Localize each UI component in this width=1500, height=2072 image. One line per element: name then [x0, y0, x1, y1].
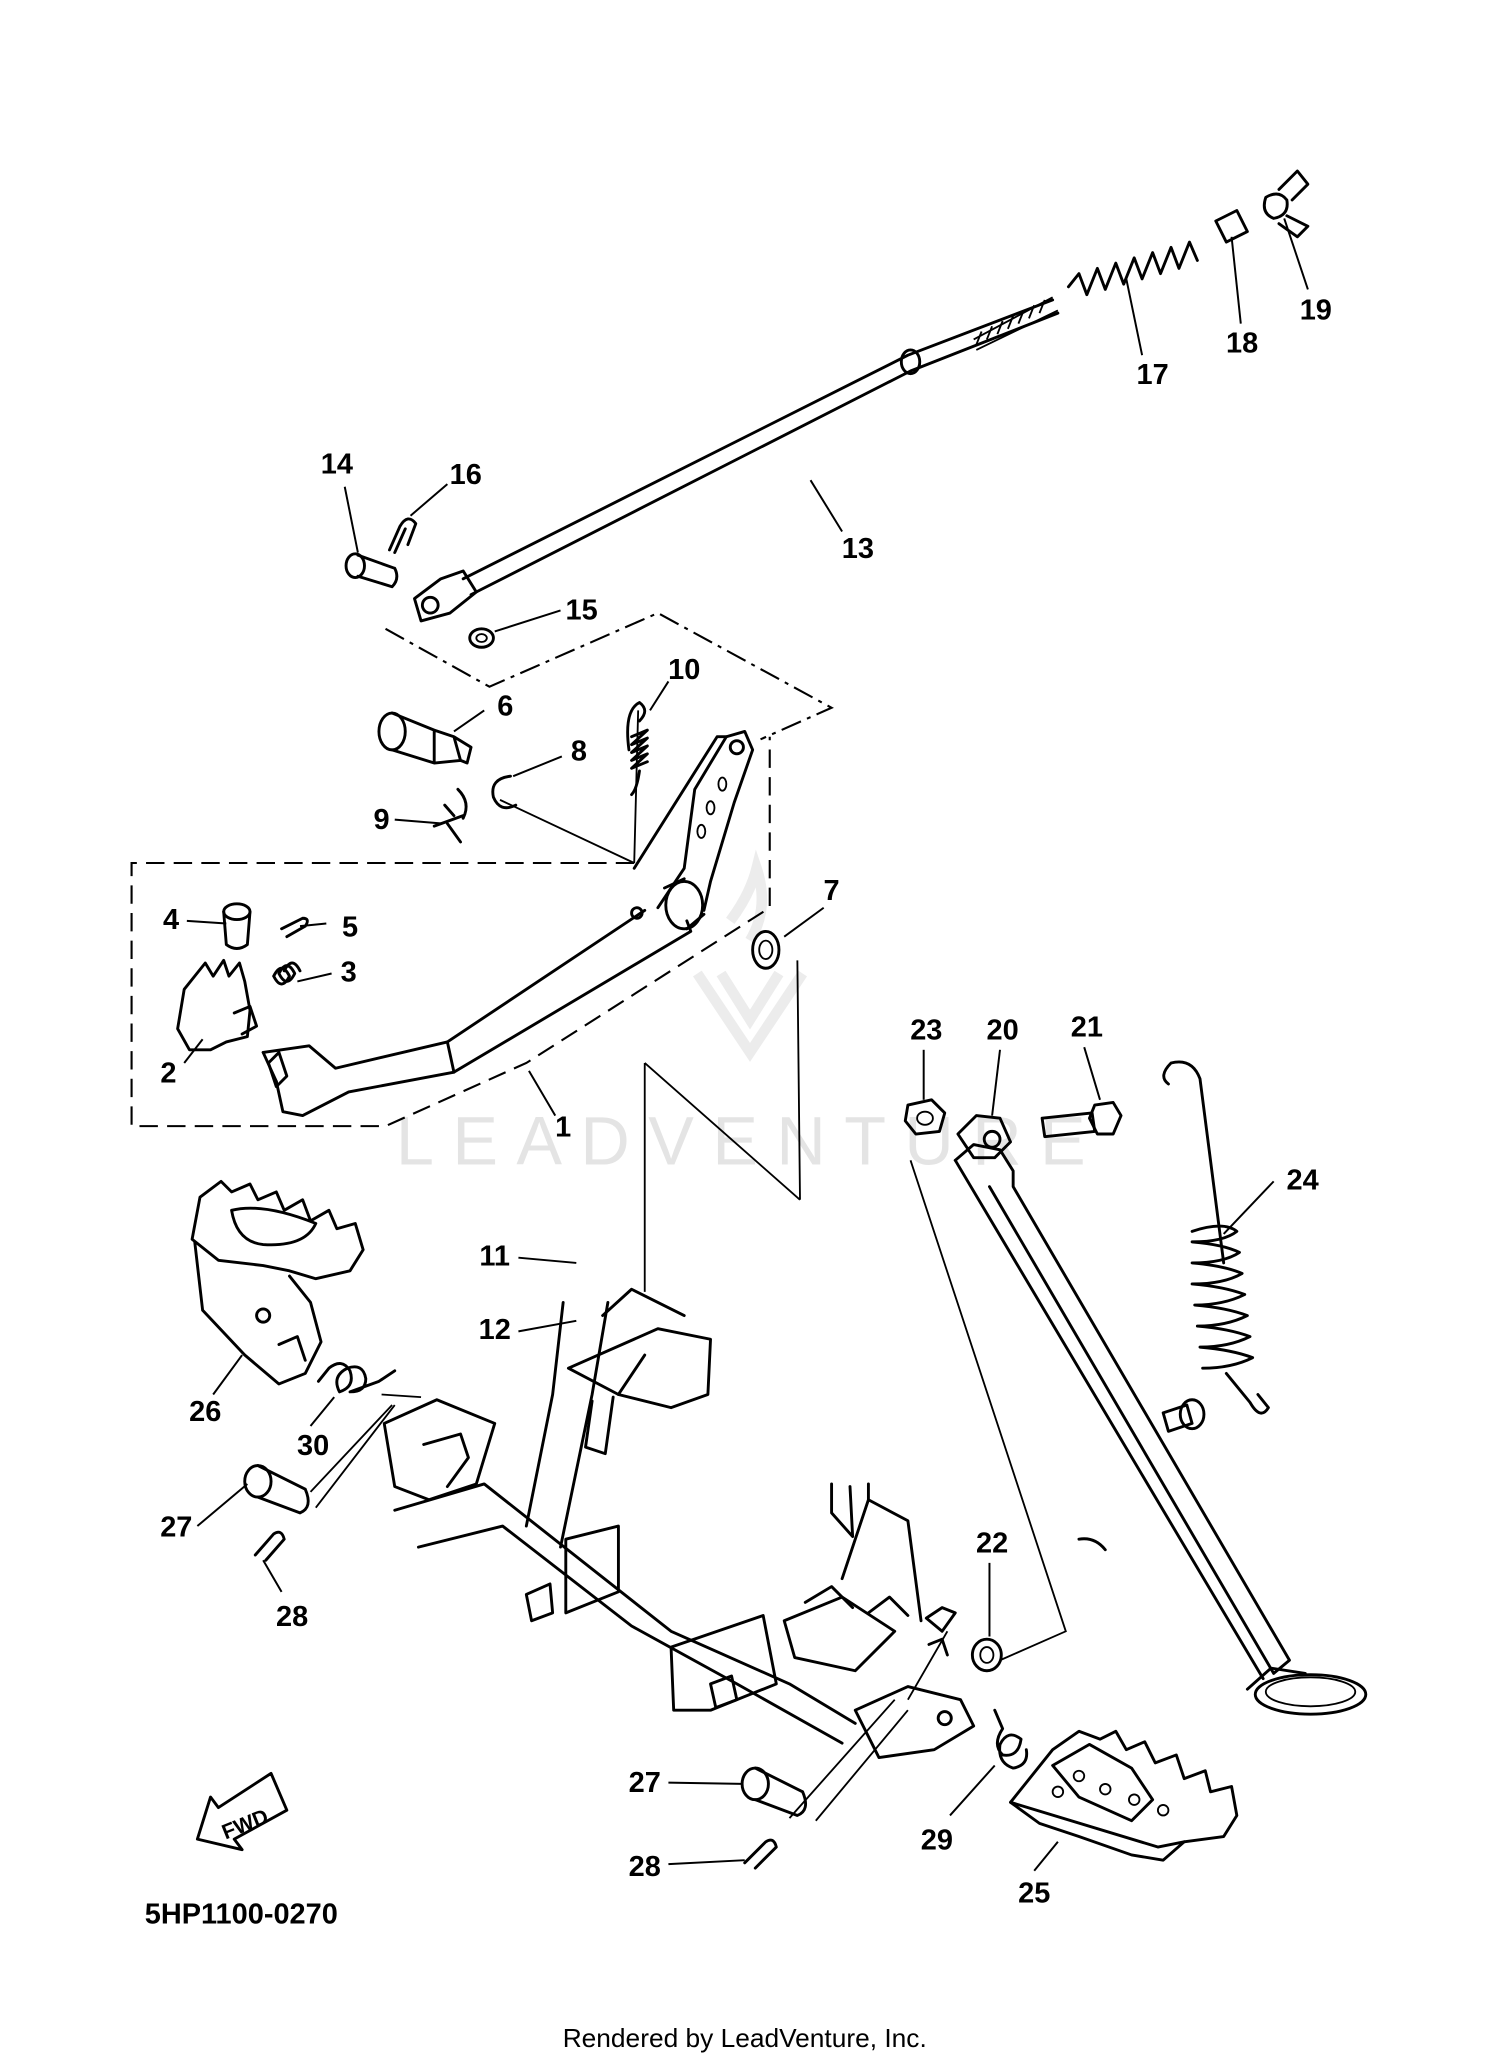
- callout-2: 2: [160, 1058, 176, 1090]
- callout-14: 14: [321, 449, 353, 481]
- callout-30: 30: [297, 1430, 329, 1462]
- callout-17: 17: [1137, 359, 1169, 391]
- watermark: LEADVENTURE: [396, 849, 1104, 1179]
- callout-10: 10: [668, 654, 700, 686]
- fwd-label: FWD: [219, 1805, 272, 1844]
- callout-27-left: 27: [160, 1512, 192, 1544]
- fwd-arrow: FWD: [195, 1771, 289, 1852]
- stand-bolt-guide: [909, 1160, 1067, 1662]
- pedal-rod-link-outline: [385, 611, 834, 741]
- render-credit: Rendered by LeadVenture, Inc.: [563, 2023, 927, 2053]
- rod-collar: [899, 348, 922, 376]
- callout-25: 25: [1018, 1877, 1050, 1909]
- pedal-frame-guide: [643, 960, 801, 1292]
- callout-22: 22: [976, 1527, 1008, 1559]
- drawing-code: 5HP1100-0270: [145, 1898, 338, 1930]
- callout-4: 4: [163, 904, 179, 936]
- callout-16: 16: [450, 459, 482, 491]
- callout-8: 8: [571, 735, 587, 767]
- callout-9: 9: [374, 804, 390, 836]
- callout-13: 13: [842, 533, 874, 565]
- callout-29: 29: [921, 1825, 953, 1857]
- callout-leaders: [183, 218, 1309, 1872]
- callout-18: 18: [1226, 328, 1258, 360]
- footrest-right: [740, 1708, 1239, 1870]
- side-stand-assembly: [903, 1060, 1368, 1716]
- callout-27-right: 27: [629, 1767, 661, 1799]
- callout-20: 20: [987, 1014, 1019, 1046]
- callout-labels: 14 16 15 13 17 18 19 6 8 9 10 4 5 3 2 1 …: [160, 295, 1332, 1910]
- callout-28-left: 28: [276, 1601, 308, 1633]
- footrest-left: [190, 1179, 397, 1562]
- callout-5: 5: [342, 912, 358, 944]
- callout-19: 19: [1300, 295, 1332, 327]
- callout-21: 21: [1071, 1012, 1103, 1044]
- brake-rod-assembly: [344, 169, 1310, 649]
- callout-23: 23: [910, 1014, 942, 1046]
- callout-3: 3: [341, 956, 357, 988]
- callout-6: 6: [497, 691, 513, 723]
- callout-15: 15: [565, 595, 597, 627]
- callout-24: 24: [1287, 1164, 1319, 1196]
- watermark-text: LEADVENTURE: [396, 1103, 1104, 1179]
- pedal-assembly-outline: [130, 736, 771, 1128]
- rod-nut: [1214, 209, 1249, 244]
- callout-1: 1: [555, 1112, 571, 1144]
- brake-pedal-assembly: [176, 701, 781, 1118]
- callout-7: 7: [824, 875, 840, 907]
- callout-12: 12: [479, 1314, 511, 1346]
- frame: [382, 1287, 1107, 1760]
- callout-26: 26: [189, 1396, 221, 1428]
- callout-28-right: 28: [629, 1851, 661, 1883]
- callout-11: 11: [479, 1241, 510, 1273]
- rod-spring: [1066, 240, 1199, 297]
